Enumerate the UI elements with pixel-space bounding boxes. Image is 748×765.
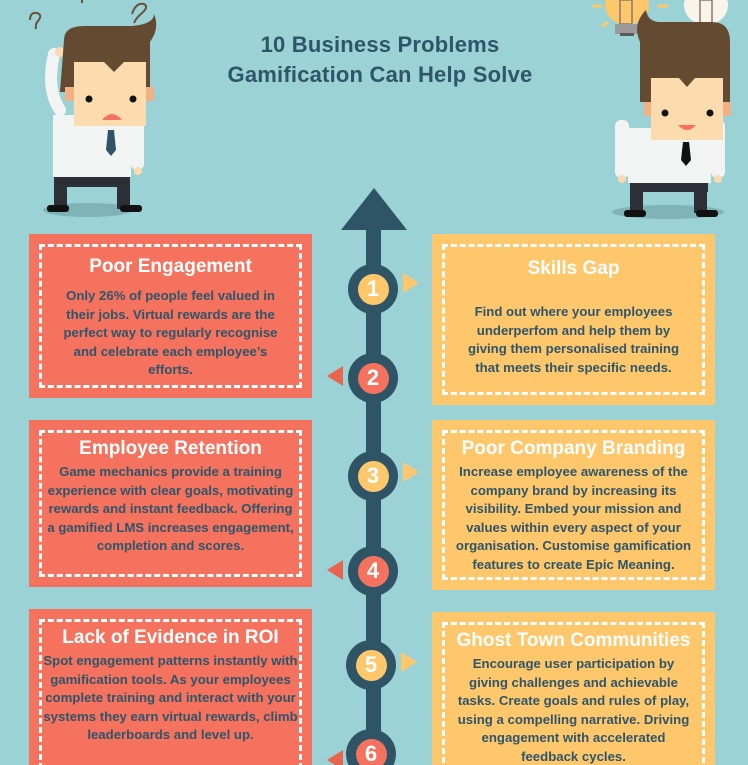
node-number-4: 4 [357, 555, 389, 587]
card-skills-gap: Skills Gap Find out where your employees… [432, 234, 715, 405]
timeline-node-6: 6 [346, 729, 396, 765]
lightbulb-lit-icon [592, 0, 668, 36]
pointer-left-icon [327, 560, 343, 580]
infographic-title: 10 Business Problems Gamification Can He… [180, 30, 580, 90]
card-title: Ghost Town Communities [456, 630, 691, 651]
pointer-left-icon [327, 366, 343, 386]
pointer-right-icon [403, 462, 419, 482]
card-body: Spot engagement patterns instantly with … [43, 653, 298, 743]
card-body: Find out where your employees underperfo… [467, 304, 680, 375]
pointer-right-icon [403, 273, 419, 293]
card-body: Only 26% of people feel valued in their … [63, 288, 278, 378]
title-line-1: 10 Business Problems [260, 32, 500, 57]
card-title: Lack of Evidence in ROI [62, 627, 279, 648]
timeline-node-1: 1 [348, 264, 398, 314]
title-line-2: Gamification Can Help Solve [227, 62, 533, 87]
node-number-5: 5 [355, 649, 387, 681]
card-ghost-town-communities: Ghost Town Communities Encourage user pa… [432, 612, 715, 765]
idea-businessman-icon [592, 0, 731, 219]
timeline-node-3: 3 [348, 451, 398, 501]
node-number-6: 6 [355, 738, 387, 765]
arrow-up-icon [341, 188, 407, 230]
card-body: Encourage user participation by giving c… [457, 656, 690, 764]
timeline-node-5: 5 [346, 640, 396, 690]
node-number-3: 3 [357, 460, 389, 492]
card-poor-engagement: Poor Engagement Only 26% of people feel … [29, 234, 312, 398]
card-body: Game mechanics provide a training experi… [47, 464, 294, 554]
card-poor-company-branding: Poor Company Branding Increase employee … [432, 420, 715, 590]
card-title: Skills Gap [527, 258, 620, 279]
pointer-left-icon [327, 750, 343, 765]
card-title: Poor Company Branding [461, 438, 686, 459]
pointer-right-icon [401, 652, 417, 672]
card-title: Employee Retention [79, 438, 262, 459]
card-body: Increase employee awareness of the compa… [455, 464, 692, 572]
node-number-2: 2 [357, 362, 389, 394]
timeline-node-2: 2 [348, 353, 398, 403]
node-number-1: 1 [357, 273, 389, 305]
card-title: Poor Engagement [89, 256, 252, 277]
card-lack-of-evidence-roi: Lack of Evidence in ROI Spot engagement … [29, 609, 312, 765]
timeline-node-4: 4 [348, 546, 398, 596]
confused-businessman-icon [29, 0, 157, 217]
card-employee-retention: Employee Retention Game mechanics provid… [29, 420, 312, 587]
